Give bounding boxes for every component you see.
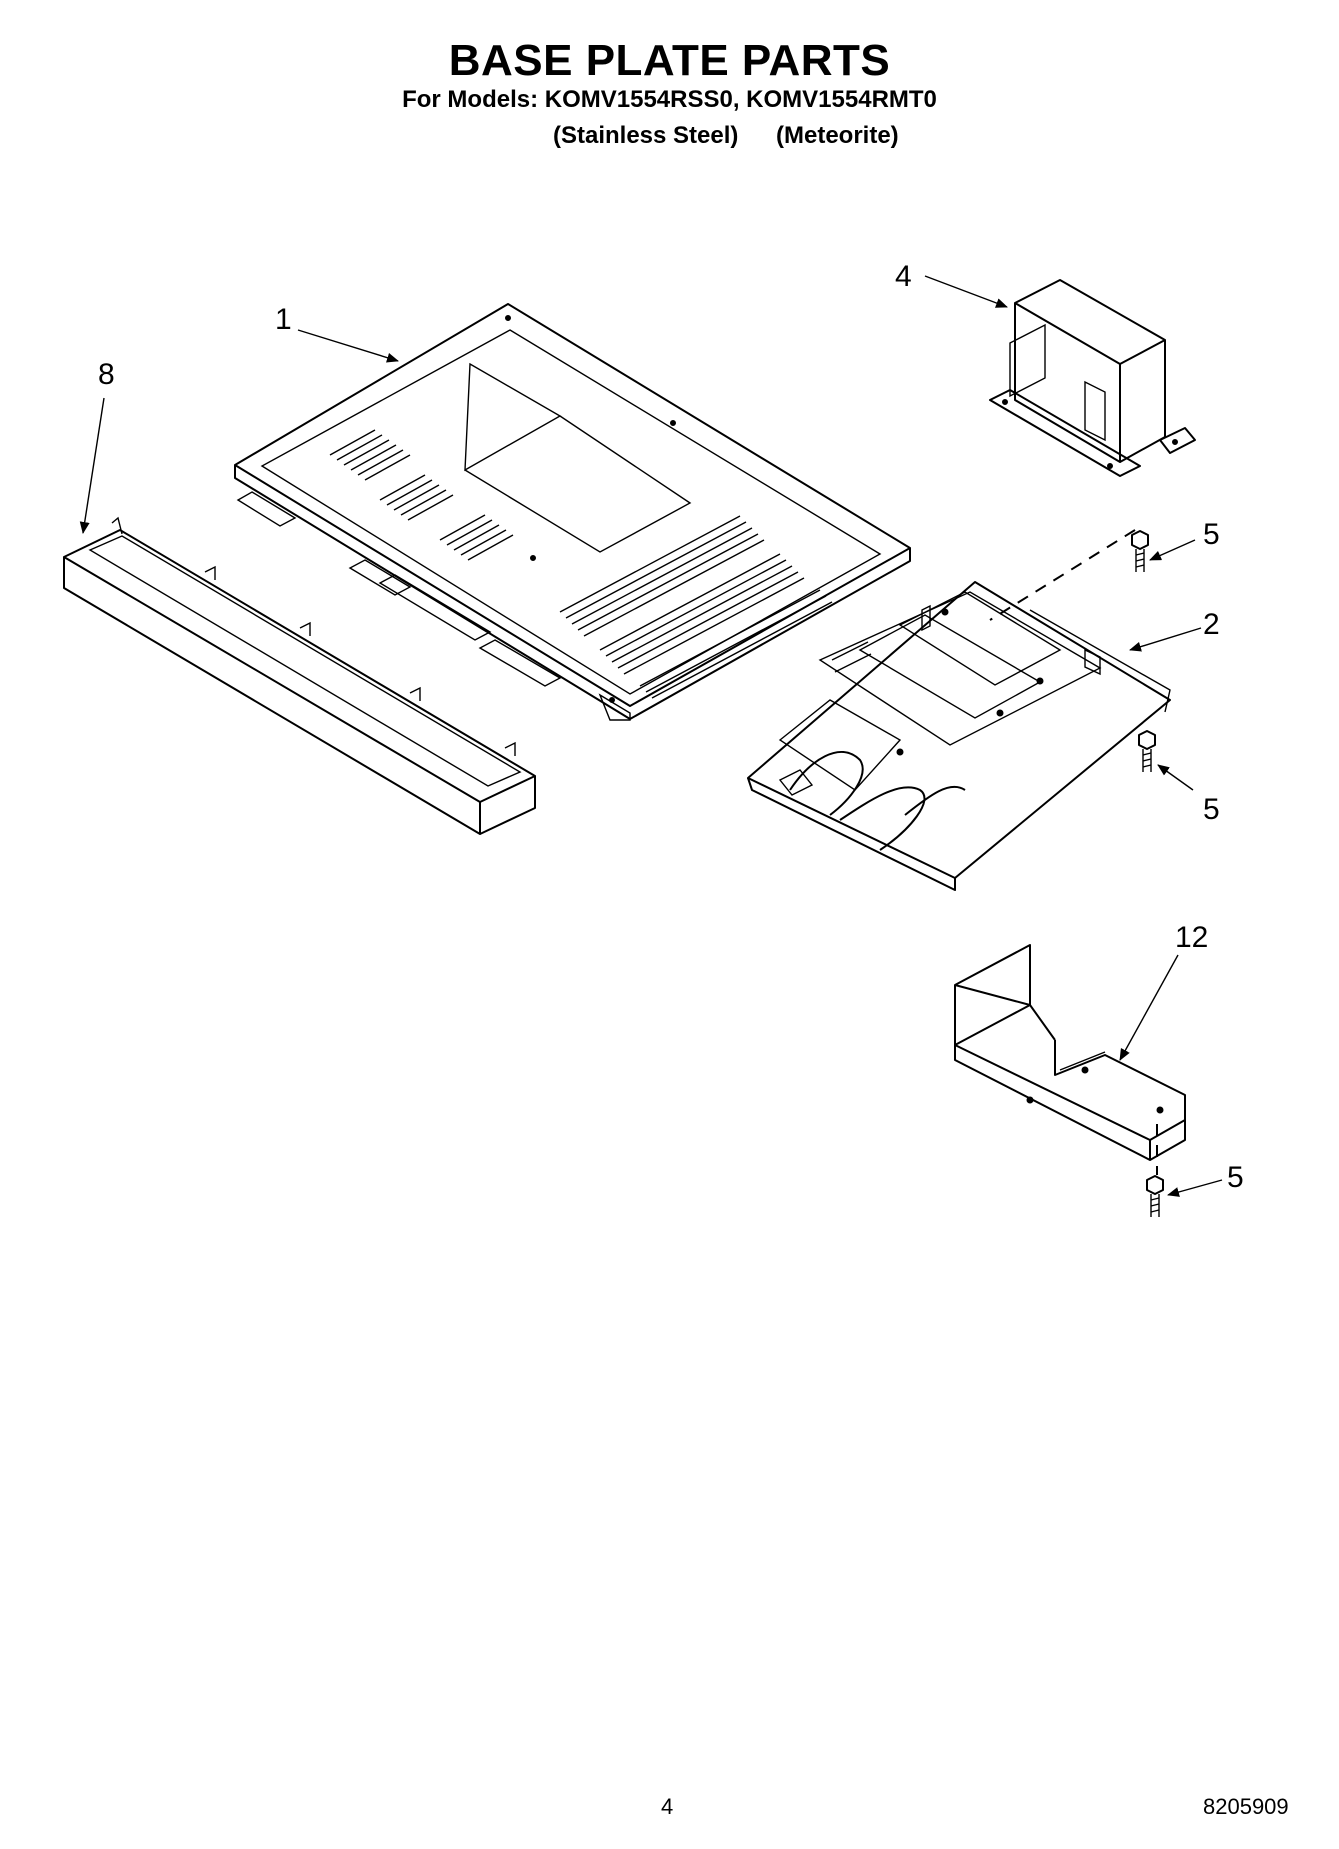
finish-stainless-steel: (Stainless Steel) [553,122,739,149]
callout-2: 2 [1203,608,1220,641]
callout-5-upper: 5 [1203,518,1220,551]
front-trim-part-8 [63,516,536,835]
screw-part-5-upper [1131,530,1149,572]
screw-part-5-lower [1146,1175,1164,1217]
screw-part-5-middle [1138,730,1156,772]
callout-5-middle: 5 [1203,793,1220,826]
finish-meteorite: (Meteorite) [776,122,899,149]
document-number: 8205909 [1203,1794,1289,1819]
callout-1: 1 [275,303,292,336]
bracket-part-2 [747,581,1171,891]
callout-12: 12 [1175,921,1209,954]
models-line: For Models: KOMV1554RSS0, KOMV1554RMT0 [402,86,937,113]
leader-arrows [79,275,1223,1197]
bracket-part-12 [954,944,1186,1161]
base-plate-part-1 [234,303,911,721]
callout-5-lower: 5 [1227,1161,1244,1194]
page-number: 4 [661,1794,674,1819]
callout-4: 4 [895,260,912,293]
page-title: BASE PLATE PARTS [448,36,891,85]
callout-8: 8 [98,358,115,391]
transformer-part-4 [989,279,1196,477]
